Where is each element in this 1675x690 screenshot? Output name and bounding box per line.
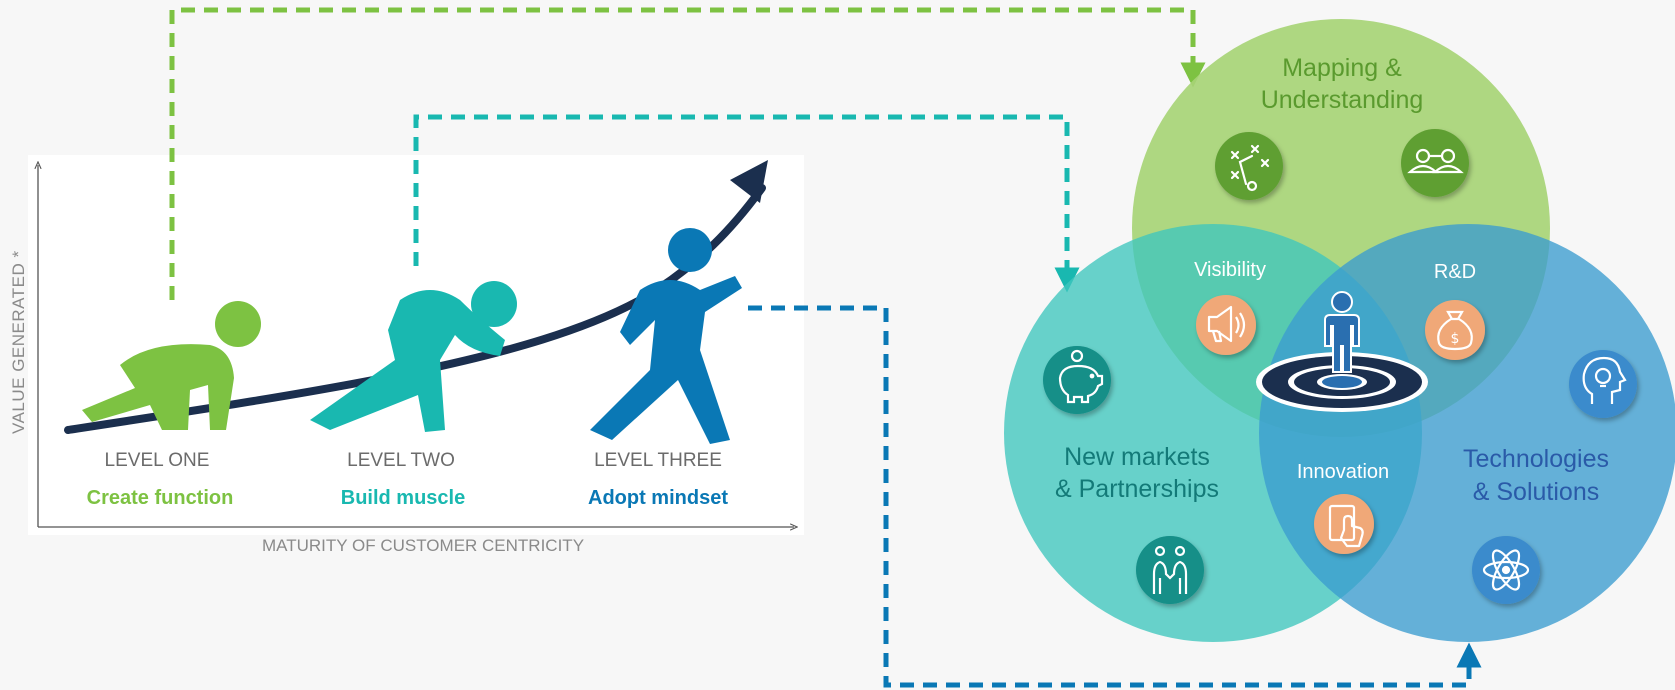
strategy-play-icon [1215,132,1283,200]
blue-connector-arrow [748,305,1482,688]
crouching-figure-icon [82,301,261,430]
growth-chart: VALUE GENERATED * MATURITY OF CUSTOMER C… [9,155,804,555]
tablet-touch-icon [1314,494,1374,554]
y-axis-label: VALUE GENERATED * [9,250,28,434]
growth-curve [64,184,766,434]
level-two-caption: Build muscle [341,487,465,509]
money-bag-icon: $ [1425,300,1485,360]
piggy-bank-icon [1043,346,1111,414]
teal-connector-arrow [413,114,1080,293]
technologies-label-line1: Technologies [1463,445,1609,473]
technologies-label-line2: & Solutions [1473,478,1599,506]
people-connection-icon [1401,129,1469,197]
level-one-label: LEVEL ONE [105,450,210,471]
mapping-label-line1: Mapping & [1282,54,1402,82]
megaphone-icon [1196,295,1256,355]
markets-label-line1: New markets [1064,443,1210,471]
level-two-label: LEVEL TWO [347,450,455,471]
lightbulb-head-icon [1569,350,1637,418]
venn-circle-technologies [1259,224,1675,642]
person-on-target-icon [1256,291,1428,412]
level-one-caption: Create function [87,487,234,509]
mapping-label-line2: Understanding [1261,86,1424,114]
x-axis-label: MATURITY OF CUSTOMER CENTRICITY [262,536,584,555]
rd-label: R&D [1434,261,1476,283]
connectors [169,7,1482,688]
handshake-icon [1136,536,1204,604]
striding-figure-icon [310,281,517,432]
svg-text:$: $ [1451,331,1460,347]
venn-diagram: Mapping & Understanding New markets & Pa… [1004,19,1675,642]
growth-arrowhead [730,160,768,203]
level-three-label: LEVEL THREE [594,450,722,471]
green-connector-arrow [169,7,1206,300]
markets-label-line2: & Partnerships [1055,475,1219,503]
upright-figure-icon [590,228,742,444]
level-three-caption: Adopt mindset [588,487,728,509]
visibility-label: Visibility [1194,259,1266,281]
innovation-label: Innovation [1297,461,1389,483]
atom-icon [1472,536,1540,604]
